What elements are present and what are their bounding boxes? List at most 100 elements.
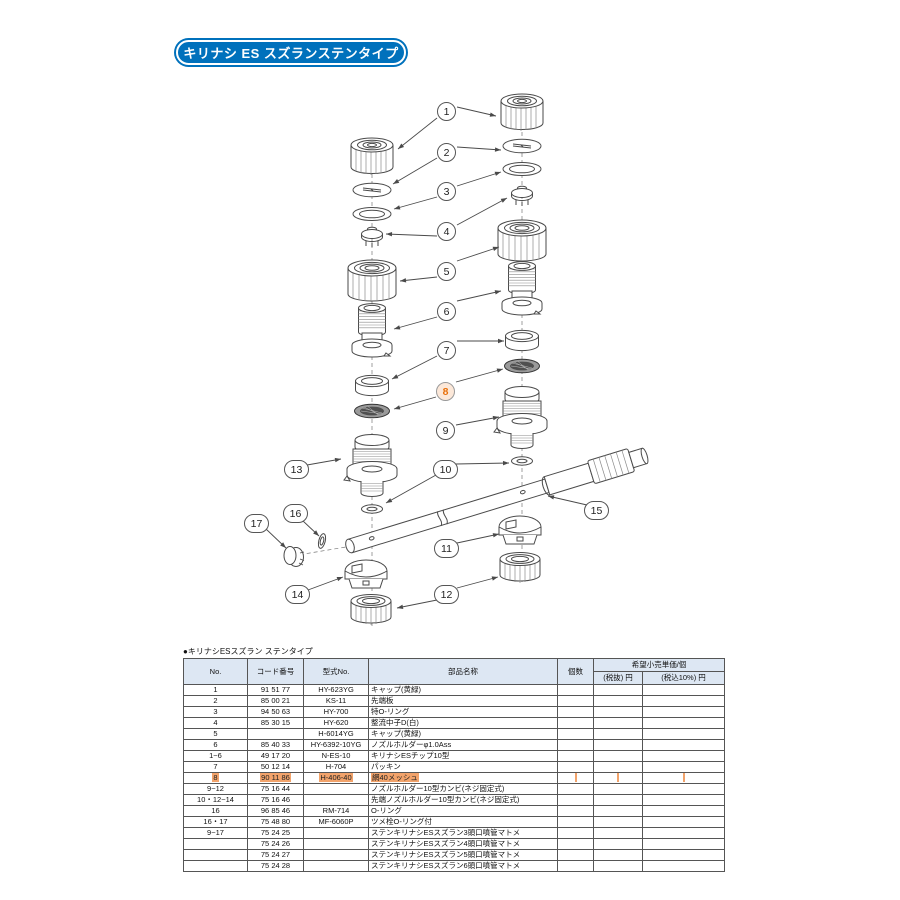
leader-arrow (457, 576, 498, 588)
cell-price-ex (593, 761, 643, 773)
header-price-group: 希望小売単価/個 (593, 658, 725, 672)
leader-lines (266, 107, 587, 609)
cell-text: HY-6392-10YG (310, 740, 362, 750)
cell-qty (557, 805, 594, 817)
header-no: No. (183, 658, 248, 685)
cell-price-ex (593, 772, 643, 784)
part-nut-right (499, 552, 541, 584)
cell-model (303, 838, 369, 850)
cell-code: 75 24 26 (247, 838, 304, 850)
table-row: 75 24 26 ステンキリナシESスズラン4頭口噴管マトメ (183, 838, 725, 850)
cell-code: 49 17 20 (247, 750, 304, 762)
cell-model: RM-714 (303, 805, 369, 817)
cell-text: HY-620 (323, 718, 349, 728)
callout-16: 16 (283, 504, 308, 523)
cell-no: 7 (183, 761, 248, 773)
cell-no (183, 860, 248, 872)
callout-11: 11 (434, 539, 459, 558)
leader-arrow (400, 277, 437, 283)
leader-arrow (398, 118, 437, 149)
cell-model (303, 794, 369, 806)
leader-arrow (307, 457, 341, 465)
table-header: No. コード番号 型式No. 部品名称 個数 希望小売単価/個 (税抜) 円 … (183, 658, 725, 685)
cell-text: 50 12 14 (260, 762, 291, 772)
cell-price-ex (593, 739, 643, 751)
cell-text: ステンキリナシESスズラン5頭口噴管マトメ (371, 850, 521, 860)
cell-name: O-リング (368, 805, 558, 817)
leader-arrow (394, 397, 436, 410)
cell-name: ステンキリナシESスズラン4頭口噴管マトメ (368, 838, 558, 850)
cell-text: 49 17 20 (260, 751, 291, 761)
table-row: 5 H-6014YG キャップ(黄緑) (183, 728, 725, 740)
cell-name: ステンキリナシESスズラン5頭口噴管マトメ (368, 849, 558, 861)
callout-3: 3 (437, 182, 456, 201)
table-row: 1~6 49 17 20 N-ES-10 キリナシESチップ10型 (183, 750, 725, 762)
cell-text: 5 (213, 729, 218, 739)
cell-code: 85 30 15 (247, 717, 304, 729)
table-row: 16・17 75 48 80 MF-6060P ツメ栓O-リング付 (183, 816, 725, 828)
cell-qty (557, 783, 594, 795)
cell-qty (557, 739, 594, 751)
cell-price-ex (593, 794, 643, 806)
table-row: 16 96 85 46 RM-714 O-リング (183, 805, 725, 817)
leader-arrow (457, 107, 496, 117)
cell-no (183, 838, 248, 850)
cell-text: 4 (213, 718, 218, 728)
leader-arrow (303, 521, 319, 536)
table-row: 75 24 27 ステンキリナシESスズラン5頭口噴管マトメ (183, 849, 725, 861)
part-end-plug (284, 547, 304, 567)
cell-text: ノズルホルダー10型カンビ(ネジ固定式) (371, 784, 505, 794)
callout-17: 17 (244, 514, 269, 533)
cell-text (574, 773, 577, 783)
cell-name: 網40メッシュ (368, 772, 558, 784)
cell-text: 75 48 80 (260, 817, 291, 827)
parts-table: No. コード番号 型式No. 部品名称 個数 希望小売単価/個 (税抜) 円 … (183, 658, 725, 872)
cell-price-inc (642, 860, 725, 872)
cell-price-ex (593, 750, 643, 762)
cell-model (303, 783, 369, 795)
axis-lines (286, 104, 522, 628)
table-row: 9~12 75 16 44 ノズルホルダー10型カンビ(ネジ固定式) (183, 783, 725, 795)
header-code: コード番号 (247, 658, 304, 685)
cell-text: 7 (213, 762, 218, 772)
cell-qty (557, 750, 594, 762)
part-oring-right (502, 162, 542, 176)
leader-arrow (457, 147, 501, 152)
cell-model: KS-11 (303, 695, 369, 707)
cell-no: 4 (183, 717, 248, 729)
table-row: 7 50 12 14 H-704 パッキン (183, 761, 725, 773)
cell-model: HY-6392-10YG (303, 739, 369, 751)
cell-qty (557, 717, 594, 729)
callout-15: 15 (584, 501, 609, 520)
callout-13: 13 (284, 460, 309, 479)
callout-2: 2 (437, 143, 456, 162)
cell-text: 94 50 63 (260, 707, 291, 717)
cell-name: キャップ(黄緑) (368, 728, 558, 740)
leader-arrow (456, 460, 509, 466)
cell-text (617, 773, 619, 783)
part-packing-left (355, 374, 389, 397)
cell-text: 整流中子D(白) (371, 718, 419, 728)
cell-text: O-リング (371, 806, 402, 816)
cell-price-inc (642, 717, 725, 729)
cell-text: H-704 (325, 762, 347, 772)
callout-10: 10 (433, 460, 458, 479)
cell-text: 1 (213, 685, 218, 695)
cell-name: ノズルホルダー10型カンビ(ネジ固定式) (368, 783, 558, 795)
cell-text: ステンキリナシESスズラン3頭口噴管マトメ (371, 828, 521, 838)
part-core-left (361, 226, 383, 248)
cell-qty (557, 838, 594, 850)
part-core-right (511, 185, 533, 207)
cell-code: 75 24 28 (247, 860, 304, 872)
cell-name: キャップ(黄緑) (368, 684, 558, 696)
leader-arrow (386, 475, 436, 503)
header-qty: 個数 (557, 658, 594, 685)
cell-qty (557, 695, 594, 707)
cell-no: 10・12~14 (183, 794, 248, 806)
cell-model: H-406-40 (303, 772, 369, 784)
cell-price-inc (642, 783, 725, 795)
cell-text: 1~6 (209, 751, 222, 761)
leader-arrow (386, 232, 437, 236)
cell-price-ex (593, 695, 643, 707)
